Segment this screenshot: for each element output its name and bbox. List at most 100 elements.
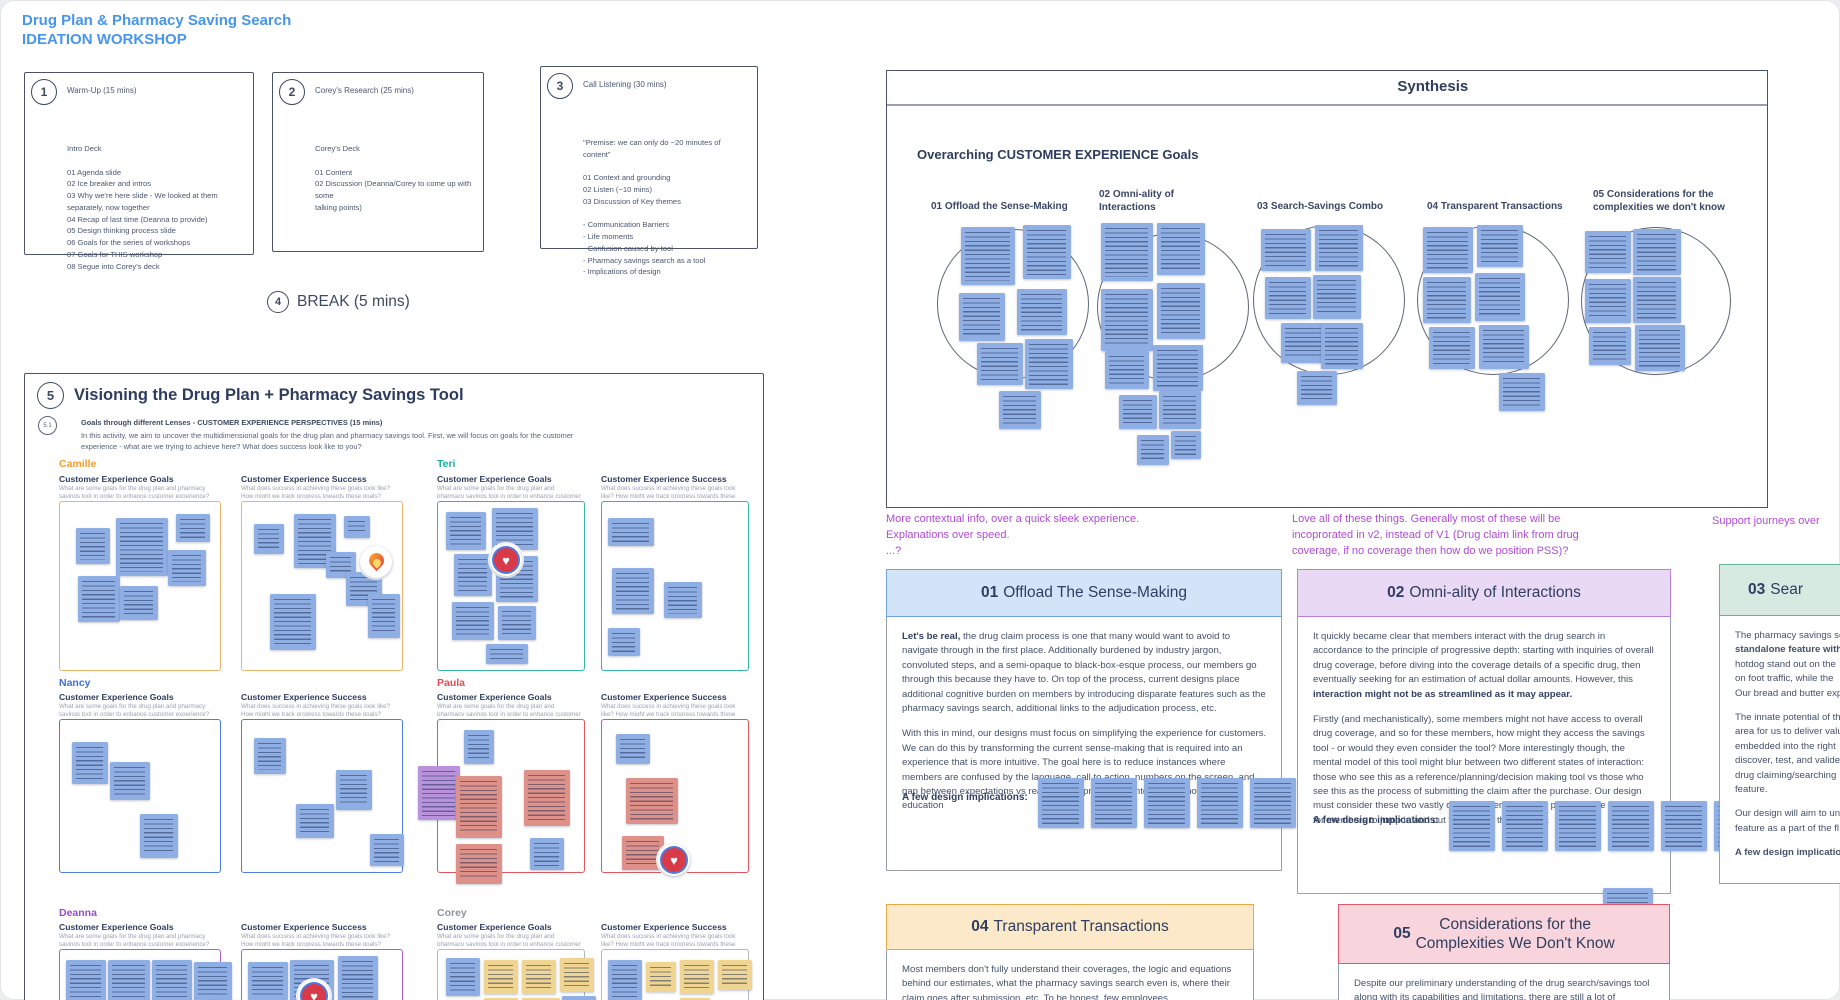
sticky-note[interactable] — [370, 834, 404, 866]
sticky-note[interactable] — [1261, 229, 1311, 271]
sticky-note[interactable] — [1157, 223, 1205, 275]
sticky-note[interactable] — [492, 508, 538, 550]
sticky-note[interactable] — [454, 554, 492, 596]
sticky-note[interactable] — [530, 838, 564, 870]
sticky-note[interactable] — [999, 391, 1041, 429]
sticky-note[interactable] — [1281, 323, 1327, 363]
sticky-note[interactable] — [456, 844, 502, 884]
sticky-note[interactable] — [524, 770, 570, 826]
sticky-note[interactable] — [1171, 431, 1201, 459]
sticky-note[interactable] — [1607, 801, 1654, 851]
sticky-note[interactable] — [1633, 277, 1681, 323]
sticky-note[interactable] — [1554, 801, 1601, 851]
sticky-note[interactable] — [1017, 289, 1067, 335]
sticky-note[interactable] — [484, 998, 518, 1000]
sticky-note[interactable] — [1321, 323, 1363, 369]
sticky-note[interactable] — [120, 586, 158, 620]
sticky-note[interactable] — [1499, 373, 1545, 411]
sticky-note[interactable] — [977, 343, 1023, 385]
sticky-note[interactable] — [1249, 778, 1296, 828]
fire-reaction-badge[interactable] — [360, 546, 392, 578]
sticky-note[interactable] — [1297, 371, 1337, 405]
sticky-note[interactable] — [1479, 325, 1529, 369]
sticky-note[interactable] — [486, 644, 528, 664]
sticky-note[interactable] — [108, 960, 150, 1000]
sticky-note[interactable] — [344, 516, 370, 538]
sticky-note[interactable] — [664, 582, 702, 618]
sticky-note[interactable] — [254, 738, 286, 774]
sticky-note[interactable] — [680, 998, 710, 1000]
sticky-note[interactable] — [1023, 225, 1071, 279]
sticky-note[interactable] — [498, 606, 536, 640]
sticky-note[interactable] — [194, 962, 232, 1000]
sticky-note[interactable] — [368, 594, 400, 638]
sticky-note[interactable] — [76, 528, 110, 564]
sticky-note[interactable] — [1501, 801, 1548, 851]
sticky-note[interactable] — [418, 766, 460, 820]
heart-reaction-badge[interactable]: ♥ — [490, 544, 522, 576]
sticky-note[interactable] — [718, 960, 752, 990]
sticky-note[interactable] — [1423, 277, 1471, 323]
sticky-note[interactable] — [446, 512, 486, 550]
heart-reaction-badge[interactable]: ♥ — [658, 844, 690, 876]
sticky-note[interactable] — [1143, 778, 1190, 828]
sticky-note[interactable] — [1448, 801, 1495, 851]
sticky-note[interactable] — [1037, 778, 1084, 828]
sticky-note[interactable] — [254, 524, 284, 554]
sticky-note[interactable] — [522, 960, 556, 994]
sticky-note[interactable] — [456, 776, 502, 838]
sticky-note[interactable] — [616, 734, 650, 764]
sticky-note[interactable] — [248, 962, 288, 1000]
comment-annotation-2[interactable]: Love all of these things. Generally most… — [1292, 513, 1579, 557]
sticky-note[interactable] — [1101, 223, 1153, 281]
sticky-note[interactable] — [522, 998, 560, 1000]
heart-reaction-badge[interactable]: ♥ — [298, 980, 330, 1000]
sticky-note[interactable] — [1090, 778, 1137, 828]
sticky-note[interactable] — [1101, 289, 1153, 351]
sticky-note[interactable] — [116, 518, 168, 576]
sticky-note[interactable] — [622, 836, 664, 870]
sticky-note[interactable] — [1315, 225, 1363, 271]
sticky-note[interactable] — [464, 730, 494, 764]
sticky-note[interactable] — [608, 960, 642, 1000]
sticky-note[interactable] — [608, 628, 640, 656]
sticky-note[interactable] — [1423, 227, 1473, 273]
sticky-note[interactable] — [1585, 231, 1631, 273]
sticky-note[interactable] — [452, 602, 494, 640]
sticky-note[interactable] — [1633, 229, 1681, 275]
sticky-note[interactable] — [1585, 279, 1631, 323]
sticky-note[interactable] — [446, 958, 480, 996]
sticky-note[interactable] — [72, 742, 108, 784]
sticky-note[interactable] — [680, 960, 714, 994]
sticky-note[interactable] — [1119, 395, 1157, 429]
sticky-note[interactable] — [168, 550, 206, 586]
sticky-note[interactable] — [1153, 345, 1203, 391]
sticky-note[interactable] — [608, 518, 654, 546]
sticky-note[interactable] — [1635, 325, 1685, 371]
sticky-note[interactable] — [270, 594, 316, 650]
sticky-note[interactable] — [961, 227, 1015, 285]
sticky-note[interactable] — [1265, 277, 1311, 319]
sticky-note[interactable] — [176, 514, 210, 542]
sticky-note[interactable] — [484, 960, 518, 994]
sticky-note[interactable] — [1159, 391, 1201, 429]
sticky-note[interactable] — [560, 958, 594, 992]
sticky-note[interactable] — [1313, 275, 1361, 319]
sticky-note[interactable] — [612, 568, 654, 614]
sticky-note[interactable] — [626, 778, 678, 824]
sticky-note[interactable] — [1137, 435, 1169, 465]
sticky-note[interactable] — [1196, 778, 1243, 828]
sticky-note[interactable] — [152, 960, 192, 1000]
sticky-note[interactable] — [1475, 273, 1525, 321]
sticky-note[interactable] — [296, 804, 334, 838]
sticky-note[interactable] — [338, 956, 378, 1000]
sticky-note[interactable] — [140, 814, 178, 858]
sticky-note[interactable] — [1025, 339, 1073, 389]
comment-annotation-1[interactable]: More contextual info, over a quick sleek… — [886, 513, 1140, 557]
sticky-note[interactable] — [66, 960, 106, 1000]
sticky-note[interactable] — [336, 770, 372, 810]
sticky-note[interactable] — [1105, 351, 1149, 389]
sticky-note[interactable] — [1589, 327, 1631, 365]
sticky-note[interactable] — [646, 962, 676, 992]
sticky-note[interactable] — [1477, 225, 1523, 267]
